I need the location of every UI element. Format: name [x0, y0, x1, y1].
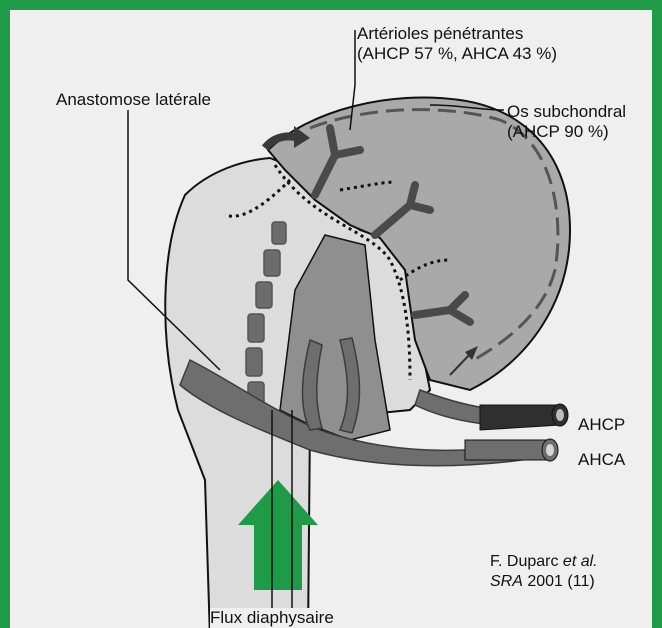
label-subchondral-line2: (AHCP 90 %)	[507, 122, 626, 142]
source-citation: F. Duparc et al. SRA 2001 (11)	[490, 552, 598, 592]
label-penetrating-arterioles-line2: (AHCP 57 %, AHCA 43 %)	[357, 44, 557, 64]
label-penetrating-arterioles-line1: Artérioles pénétrantes	[357, 24, 557, 44]
source-year: 2001 (11)	[527, 573, 594, 590]
source-et-al: et al.	[563, 553, 598, 570]
label-ahcp: AHCP	[578, 415, 625, 435]
label-diaphyseal-flow: Flux diaphysaire	[210, 608, 334, 628]
label-ahca: AHCA	[578, 450, 625, 470]
label-subchondral: Os subchondral (AHCP 90 %)	[507, 102, 626, 142]
source-journal: SRA	[490, 573, 523, 590]
source-line2: SRA 2001 (11)	[490, 572, 598, 592]
ahca-artery	[465, 439, 558, 461]
ahcp-artery	[480, 404, 568, 430]
label-lateral-anastomosis: Anastomose latérale	[56, 90, 211, 110]
source-line1: F. Duparc et al.	[490, 552, 598, 572]
source-author: F. Duparc	[490, 553, 558, 570]
label-penetrating-arterioles: Artérioles pénétrantes (AHCP 57 %, AHCA …	[357, 24, 557, 64]
label-subchondral-line1: Os subchondral	[507, 102, 626, 122]
